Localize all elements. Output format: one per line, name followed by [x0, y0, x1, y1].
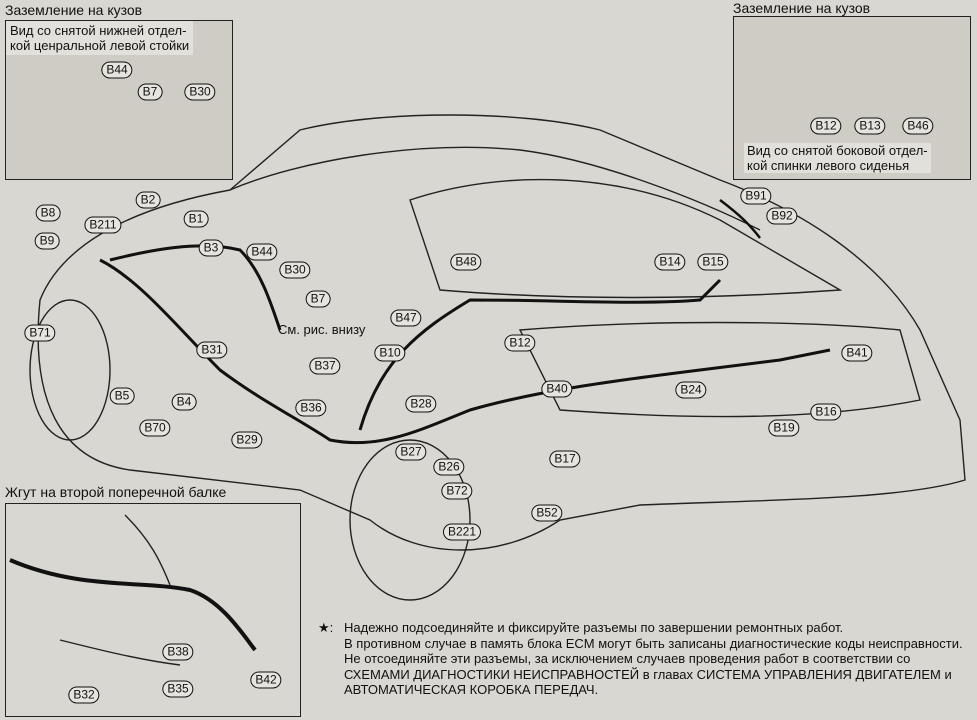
- car-body-outline: [37, 114, 966, 551]
- connector-label-b37: B37: [309, 357, 341, 375]
- note-line: Не отсоединяйте эти разъемы, за исключен…: [344, 651, 952, 697]
- connector-label-b9: B9: [34, 232, 60, 250]
- wiring-harness-roof: [358, 278, 722, 431]
- connector-label-b13: B13: [854, 117, 886, 135]
- connector-label-b1: B1: [183, 210, 209, 228]
- connector-label-b42: B42: [250, 671, 282, 689]
- top-left-inset-title: Заземление на кузов: [5, 2, 143, 18]
- connector-label-b29: B29: [231, 431, 263, 449]
- connector-label-b35: B35: [162, 680, 194, 698]
- connector-label-b19: B19: [768, 419, 800, 437]
- connector-label-b211: B211: [84, 216, 122, 234]
- rear-window: [409, 178, 843, 299]
- caption-line: кой спинки левого сиденья: [747, 158, 910, 173]
- connector-label-b4: B4: [171, 393, 197, 411]
- rear-wheel: [349, 439, 471, 601]
- top-right-inset-caption: Вид со снятой боковой отдел- кой спинки …: [744, 143, 931, 173]
- trunk-lid: [518, 321, 921, 418]
- connector-label-b221: B221: [442, 523, 482, 541]
- roof-line: [229, 146, 761, 231]
- connector-label-b41: B41: [841, 344, 873, 362]
- connector-label-b28: B28: [405, 395, 437, 413]
- connector-label-b30: B30: [184, 83, 216, 101]
- connector-label-b72: B72: [441, 482, 473, 500]
- connector-label-b7: B7: [137, 83, 163, 101]
- connector-label-b5: B5: [109, 387, 135, 405]
- connector-label-b91: B91: [740, 187, 772, 205]
- wiring-harness-front: [109, 244, 282, 331]
- connector-label-b17: B17: [549, 450, 581, 468]
- connector-label-b70: B70: [139, 419, 171, 437]
- bottom-inset-harness: [9, 558, 257, 652]
- connector-label-b15: B15: [697, 253, 729, 271]
- connector-label-b44: B44: [101, 61, 133, 79]
- connector-label-b24: B24: [675, 381, 707, 399]
- bottom-left-inset-title: Жгут на второй поперечной балке: [5, 484, 227, 500]
- connector-label-b26: B26: [433, 458, 465, 476]
- connector-label-b10: B10: [374, 344, 406, 362]
- note-line: Надежно подсоединяйте и фиксируйте разъе…: [344, 620, 844, 635]
- top-right-inset-title: Заземление на кузов: [733, 0, 871, 16]
- note-line: В противном случае в память блока ECM мо…: [344, 635, 963, 651]
- connector-label-b92: B92: [766, 207, 798, 225]
- connector-label-b16: B16: [810, 403, 842, 421]
- connector-label-b36: B36: [295, 399, 327, 417]
- connector-label-b46: B46: [902, 117, 934, 135]
- connector-label-b40: B40: [541, 380, 573, 398]
- connector-label-b3: B3: [198, 239, 224, 257]
- connector-label-b12: B12: [504, 334, 536, 352]
- caption-line: Вид со снятой нижней отдел-: [10, 23, 187, 38]
- connector-label-b71: B71: [24, 324, 56, 342]
- front-wheel: [29, 299, 111, 441]
- star-marker: ★:: [318, 620, 334, 635]
- caption-line: кой ценральной левой стойки: [10, 38, 190, 53]
- notes-block: ★: Надежно подсоединяйте и фиксируйте ра…: [318, 620, 973, 698]
- bottom-left-inset: [5, 503, 301, 717]
- connector-label-b52: B52: [531, 504, 563, 522]
- connector-label-b32: B32: [68, 686, 100, 704]
- connector-label-b31: B31: [196, 341, 228, 359]
- connector-label-b12: B12: [810, 117, 842, 135]
- connector-label-b44: B44: [246, 243, 278, 261]
- connector-label-b8: B8: [35, 204, 61, 222]
- top-left-inset-caption: Вид со снятой нижней отдел- кой ценральн…: [6, 21, 194, 55]
- wiring-harness-rear-pillar: [719, 199, 761, 239]
- connector-label-b48: B48: [450, 253, 482, 271]
- wiring-harness-main: [99, 258, 831, 445]
- connector-label-b2: B2: [135, 191, 161, 209]
- connector-label-b7: B7: [305, 290, 331, 308]
- connector-label-b30: B30: [279, 261, 311, 279]
- top-right-inset: Вид со снятой боковой отдел- кой спинки …: [733, 16, 971, 180]
- connector-label-b47: B47: [390, 309, 422, 327]
- connector-label-b27: B27: [395, 443, 427, 461]
- bottom-inset-beam: [59, 514, 181, 666]
- see-below-note: См. рис. внизу: [278, 322, 366, 337]
- connector-label-b38: B38: [162, 643, 194, 661]
- connector-label-b14: B14: [654, 253, 686, 271]
- caption-line: Вид со снятой боковой отдел-: [747, 143, 928, 158]
